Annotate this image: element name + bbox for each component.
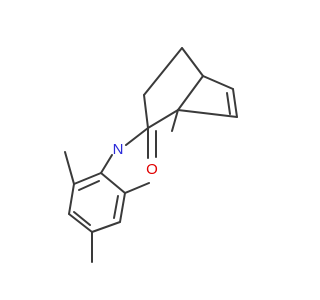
bond-bridge-left [143,47,183,96]
bond-bridge-right [181,47,204,77]
bond-carbonyl-to-nitrogen [125,127,149,146]
bond-aryl-3 [91,221,121,233]
bond-ring-bottom [147,109,179,129]
norbornene-bonds [143,47,238,129]
bond-aryl-2-inner [113,195,119,219]
amide-bonds [100,109,179,174]
bond-aryl-6-inner [78,180,100,191]
bond-aryl-6 [73,172,102,185]
oxygen-atom-label: O [146,161,158,178]
bond-ring-top-left [143,94,149,129]
methyl-bond-right [124,182,150,194]
bond-aryl-4-inner [73,211,91,226]
bond-alkene [232,88,238,118]
bond-ring-to-carbonyl [171,109,179,132]
bond-aryl-2 [119,192,126,223]
mesityl-ring-bonds [68,172,126,233]
methyl-bonds [64,151,150,263]
bond-aryl-4 [68,213,93,233]
methyl-bond-upper-left [64,151,75,185]
bond-aryl-5 [68,183,75,215]
bond-nitrogen-to-aryl [100,154,113,174]
bond-aryl-1 [100,172,126,194]
molecule-structure: N O [64,47,238,263]
bond-alkene-second [226,92,231,115]
bond-bridgehead-ring [177,75,204,111]
bond-vinyl-upper [202,75,234,90]
bond-vinyl-lower [177,109,238,118]
nitrogen-atom-label: N [113,141,124,158]
